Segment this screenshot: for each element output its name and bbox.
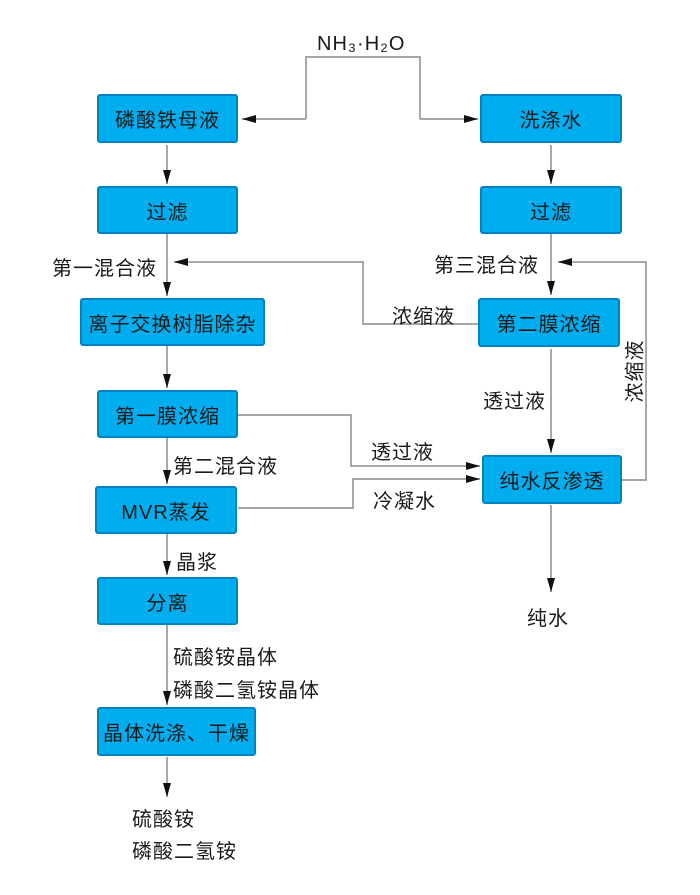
stream-label-permeate-left: 透过液 — [371, 442, 434, 464]
stream-label-condensate: 冷凝水 — [373, 491, 436, 513]
stream-label-first-mixture: 第一混合液 — [52, 258, 157, 280]
process-box-filter-left: 过滤 — [97, 186, 238, 234]
process-box-mvr-evaporation: MVR蒸发 — [95, 486, 237, 534]
stream-label-ammonium-sulfate: 硫酸铵 — [132, 809, 195, 831]
stream-label-crystal-slurry: 晶浆 — [176, 552, 218, 574]
stream-label-third-mixture: 第三混合液 — [434, 255, 539, 277]
stream-label-nh3-h2o: NH₃·H₂O — [317, 33, 406, 55]
process-box-ion-exchange-resin: 离子交换树脂除杂 — [80, 298, 265, 346]
stream-label-monoammonium-phosphate: 磷酸二氢铵 — [132, 841, 237, 863]
process-box-washing-water: 洗涤水 — [480, 94, 622, 143]
process-box-crystal-washing-drying: 晶体洗涤、干燥 — [97, 707, 256, 756]
stream-label-ammonium-sulfate-crystal: 硫酸铵晶体 — [173, 647, 278, 669]
stream-label-second-mixture: 第二混合液 — [173, 456, 278, 478]
process-box-pure-water-reverse-osmosis: 纯水反渗透 — [482, 455, 622, 504]
stream-label-monoammonium-phosphate-crystal: 磷酸二氢铵晶体 — [173, 680, 320, 702]
flow-nh3-split — [305, 56, 421, 119]
process-box-second-membrane-concentration: 第二膜浓缩 — [478, 298, 620, 347]
process-box-separation: 分离 — [97, 577, 238, 625]
process-box-filter-right: 过滤 — [480, 186, 622, 234]
stream-label-concentrate-left: 浓缩液 — [392, 306, 455, 328]
stream-label-permeate-mid: 透过液 — [483, 391, 546, 413]
stream-label-pure-water: 纯水 — [527, 608, 569, 630]
process-box-iron-phosphate-mother-liquor: 磷酸铁母液 — [97, 94, 238, 143]
process-box-first-membrane-concentration: 第一膜浓缩 — [97, 390, 238, 438]
stream-label-concentrate-right-vertical: 浓缩液 — [624, 339, 647, 403]
flow-condensate-to-reverse-osmosis — [238, 475, 480, 509]
